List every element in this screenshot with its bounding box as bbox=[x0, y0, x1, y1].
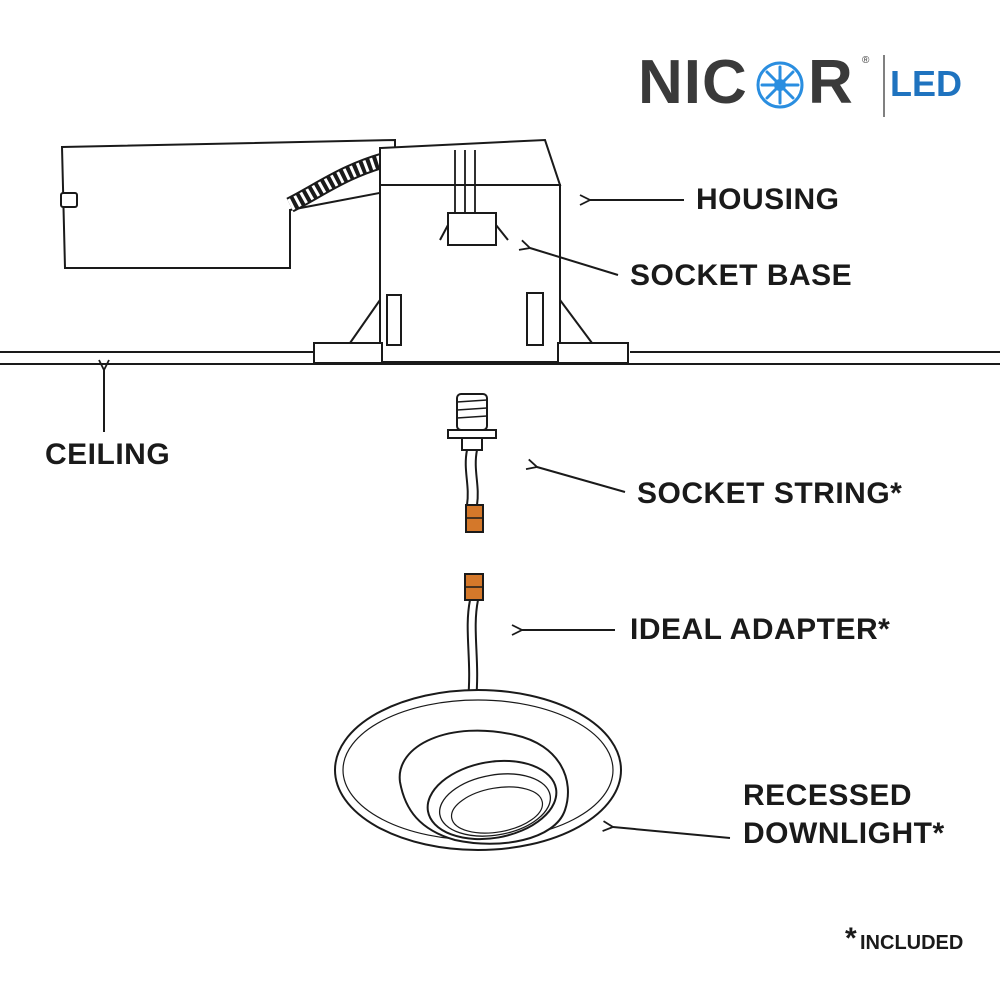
label-socket-string: SOCKET STRING* bbox=[637, 477, 903, 510]
downlight-arrow bbox=[613, 827, 731, 839]
label-housing: HOUSING bbox=[696, 183, 840, 216]
logo-suffix: LED bbox=[890, 63, 962, 104]
housing-unit bbox=[60, 138, 629, 364]
label-ceiling: CEILING bbox=[45, 438, 171, 471]
footnote-text: INCLUDED bbox=[860, 932, 964, 954]
socket-base-arrow bbox=[530, 248, 619, 276]
footnote-asterisk: * bbox=[845, 922, 857, 955]
logo-registered-mark: ® bbox=[862, 55, 870, 66]
ceiling-line bbox=[0, 351, 1000, 365]
logo-name-right: R bbox=[808, 48, 853, 117]
socket-string-arrow bbox=[537, 467, 626, 493]
logo-star-icon bbox=[756, 61, 804, 109]
socket-string-part bbox=[447, 393, 497, 533]
logo-name-left: NIC bbox=[638, 48, 748, 117]
label-ideal-adapter: IDEAL ADAPTER* bbox=[630, 613, 891, 646]
label-recessed-line2: DOWNLIGHT* bbox=[743, 817, 945, 850]
recessed-downlight-part bbox=[334, 689, 622, 851]
label-recessed-line1: RECESSED bbox=[743, 779, 913, 812]
label-socket-base: SOCKET BASE bbox=[630, 259, 853, 292]
ideal-adapter-part bbox=[464, 573, 484, 701]
